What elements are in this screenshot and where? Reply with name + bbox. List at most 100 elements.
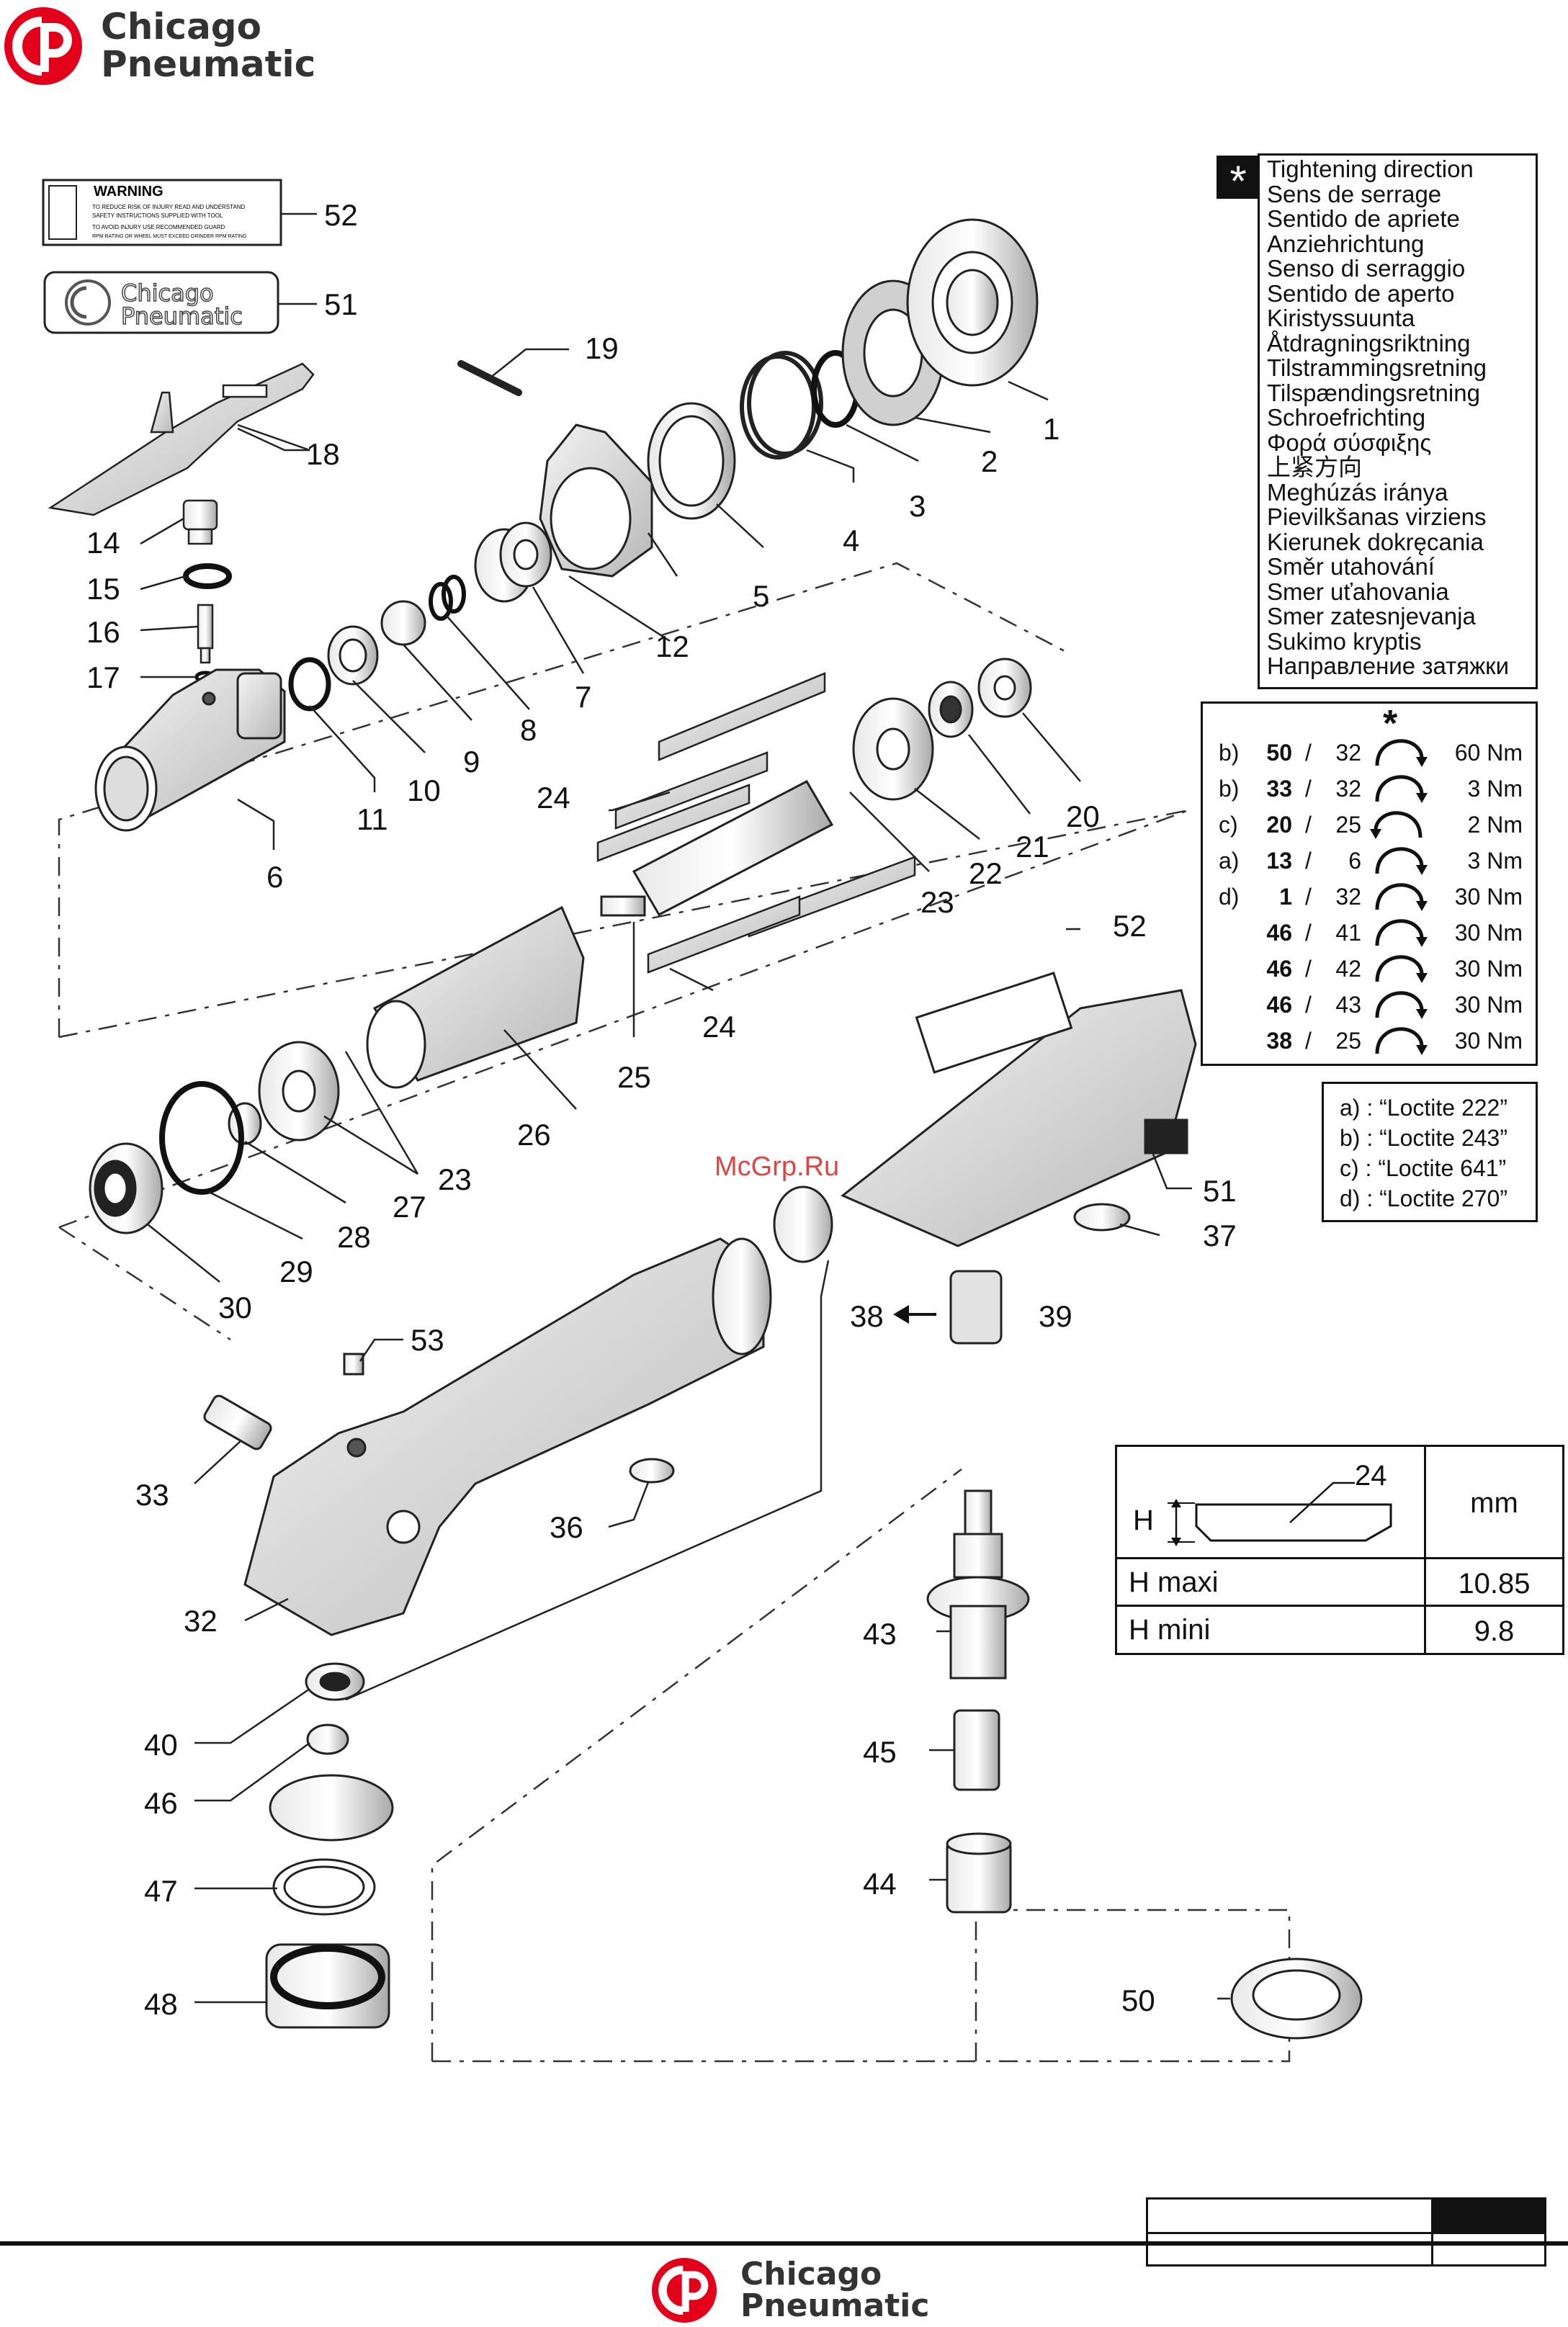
callout-27: 27 (393, 1190, 426, 1224)
callout-23b: 23 (438, 1162, 472, 1196)
h-maxi-label: H maxi (1117, 1559, 1426, 1607)
callout-12: 12 (655, 629, 689, 663)
callout-24a: 24 (537, 781, 570, 815)
lang-item: Smer zatesnjevanja (1267, 603, 1476, 629)
clockwise-arrow-icon (1375, 775, 1428, 803)
torque-value: 2 Nm (1467, 812, 1523, 838)
rings-8 (429, 575, 466, 621)
h-mini-value: 9.8 (1474, 1615, 1515, 1647)
callout-28: 28 (337, 1220, 371, 1254)
torque-part-a: 46 (1266, 956, 1292, 982)
callout-32: 32 (184, 1604, 218, 1638)
torque-slash: / (1305, 956, 1312, 982)
logo-line1: Chicago (101, 6, 261, 48)
torque-part-b: 32 (1335, 884, 1361, 910)
torque-part-a: 20 (1266, 812, 1292, 838)
cp-logo-icon (4, 7, 82, 85)
torque-slash: / (1305, 776, 1312, 802)
torque-part-a: 33 (1266, 776, 1292, 802)
brand-label-51: Chicago Pneumatic (43, 271, 317, 334)
callout-18: 18 (306, 437, 340, 471)
torque-part-b: 42 (1335, 956, 1361, 982)
guard-50 (1230, 1958, 1363, 2040)
clockwise-arrow-icon (1375, 919, 1428, 947)
nut-20 (977, 658, 1032, 718)
callout-46: 46 (144, 1786, 178, 1820)
torque-part-b: 25 (1335, 812, 1361, 838)
throttle-lever-18 (48, 362, 315, 516)
torque-part-a: 46 (1266, 920, 1292, 946)
bearing-5 (647, 402, 736, 520)
torque-part-a: 38 (1266, 1028, 1292, 1054)
warning-title: WARNING (94, 184, 163, 199)
callout-48: 48 (144, 1987, 178, 2021)
torque-part-a: 1 (1279, 884, 1292, 910)
loctite-item: c) : “Loctite 641” (1340, 1155, 1507, 1181)
vanes-24 (596, 672, 916, 974)
bearing-48 (265, 1943, 390, 2029)
lang-item: Sukimo kryptis (1267, 627, 1422, 655)
torque-prefix: b) (1219, 776, 1240, 802)
lang-item: Sens de serrage (1267, 180, 1442, 207)
callout-7: 7 (575, 680, 591, 714)
torque-value: 30 Nm (1454, 956, 1523, 982)
callout-25: 25 (617, 1060, 651, 1094)
callout-5: 5 (753, 579, 769, 613)
warning-line3: TO AVOID INJURY USE RECOMMENDED GUARD (92, 224, 225, 230)
torque-part-b: 43 (1335, 992, 1361, 1018)
pin-16 (197, 604, 214, 664)
callout-10: 10 (407, 774, 441, 807)
title-block (1146, 2197, 1546, 2267)
torque-prefix: d) (1219, 884, 1240, 910)
brand-label-line2: Pneumatic (121, 302, 243, 330)
callout-6: 6 (266, 860, 283, 894)
cp-logo-icon (652, 2258, 717, 2323)
callout-39: 39 (1039, 1299, 1072, 1333)
torque-part-a: 50 (1266, 740, 1292, 766)
torque-value: 30 Nm (1454, 1028, 1523, 1054)
bearing-21 (928, 681, 974, 738)
callout-51b: 51 (1203, 1174, 1237, 1208)
callout-21: 21 (1016, 830, 1049, 864)
torque-slash: / (1305, 740, 1312, 766)
label-52-blank (915, 972, 1073, 1074)
torque-part-b: 25 (1335, 1028, 1361, 1054)
ball-9 (380, 600, 426, 646)
callout-44: 44 (863, 1867, 897, 1901)
leader-lines (140, 348, 1230, 2004)
lang-item: Åtdragningsriktning (1267, 329, 1471, 357)
lang-item: Směr utahování (1267, 553, 1435, 580)
clockwise-arrow-icon (1375, 883, 1428, 911)
torque-part-b: 6 (1348, 848, 1361, 874)
filter-39 (949, 1270, 1003, 1345)
callout-26: 26 (517, 1118, 551, 1152)
h-mini-label: H mini (1117, 1607, 1426, 1653)
nut-10 (327, 625, 379, 686)
star-marker: * (1217, 156, 1260, 205)
torque-row: 46 / 42 30 Nm (1203, 955, 1536, 992)
nut-44 (946, 1832, 1012, 1914)
loctite-legend: a) : “Loctite 222” b) : “Loctite 243” c)… (1322, 1082, 1538, 1222)
regulator-7 (474, 521, 552, 603)
clockwise-arrow-icon (1375, 955, 1428, 983)
valve-14 (182, 499, 218, 545)
gear-46 (269, 1774, 394, 1842)
callout-15: 15 (86, 572, 120, 606)
clockwise-arrow-icon (1375, 739, 1428, 767)
lang-item: Anziehrichtung (1267, 230, 1425, 257)
ring-47 (272, 1858, 376, 1916)
callout-37: 37 (1203, 1219, 1237, 1252)
callout-36: 36 (550, 1510, 583, 1544)
plug-53 (343, 1353, 364, 1376)
callout-33: 33 (135, 1478, 169, 1512)
lang-item: Pievilkšanas virziens (1267, 503, 1487, 530)
callout-40: 40 (144, 1728, 178, 1762)
spindle-43 (926, 1489, 1030, 1680)
bearing-30 (89, 1142, 163, 1234)
